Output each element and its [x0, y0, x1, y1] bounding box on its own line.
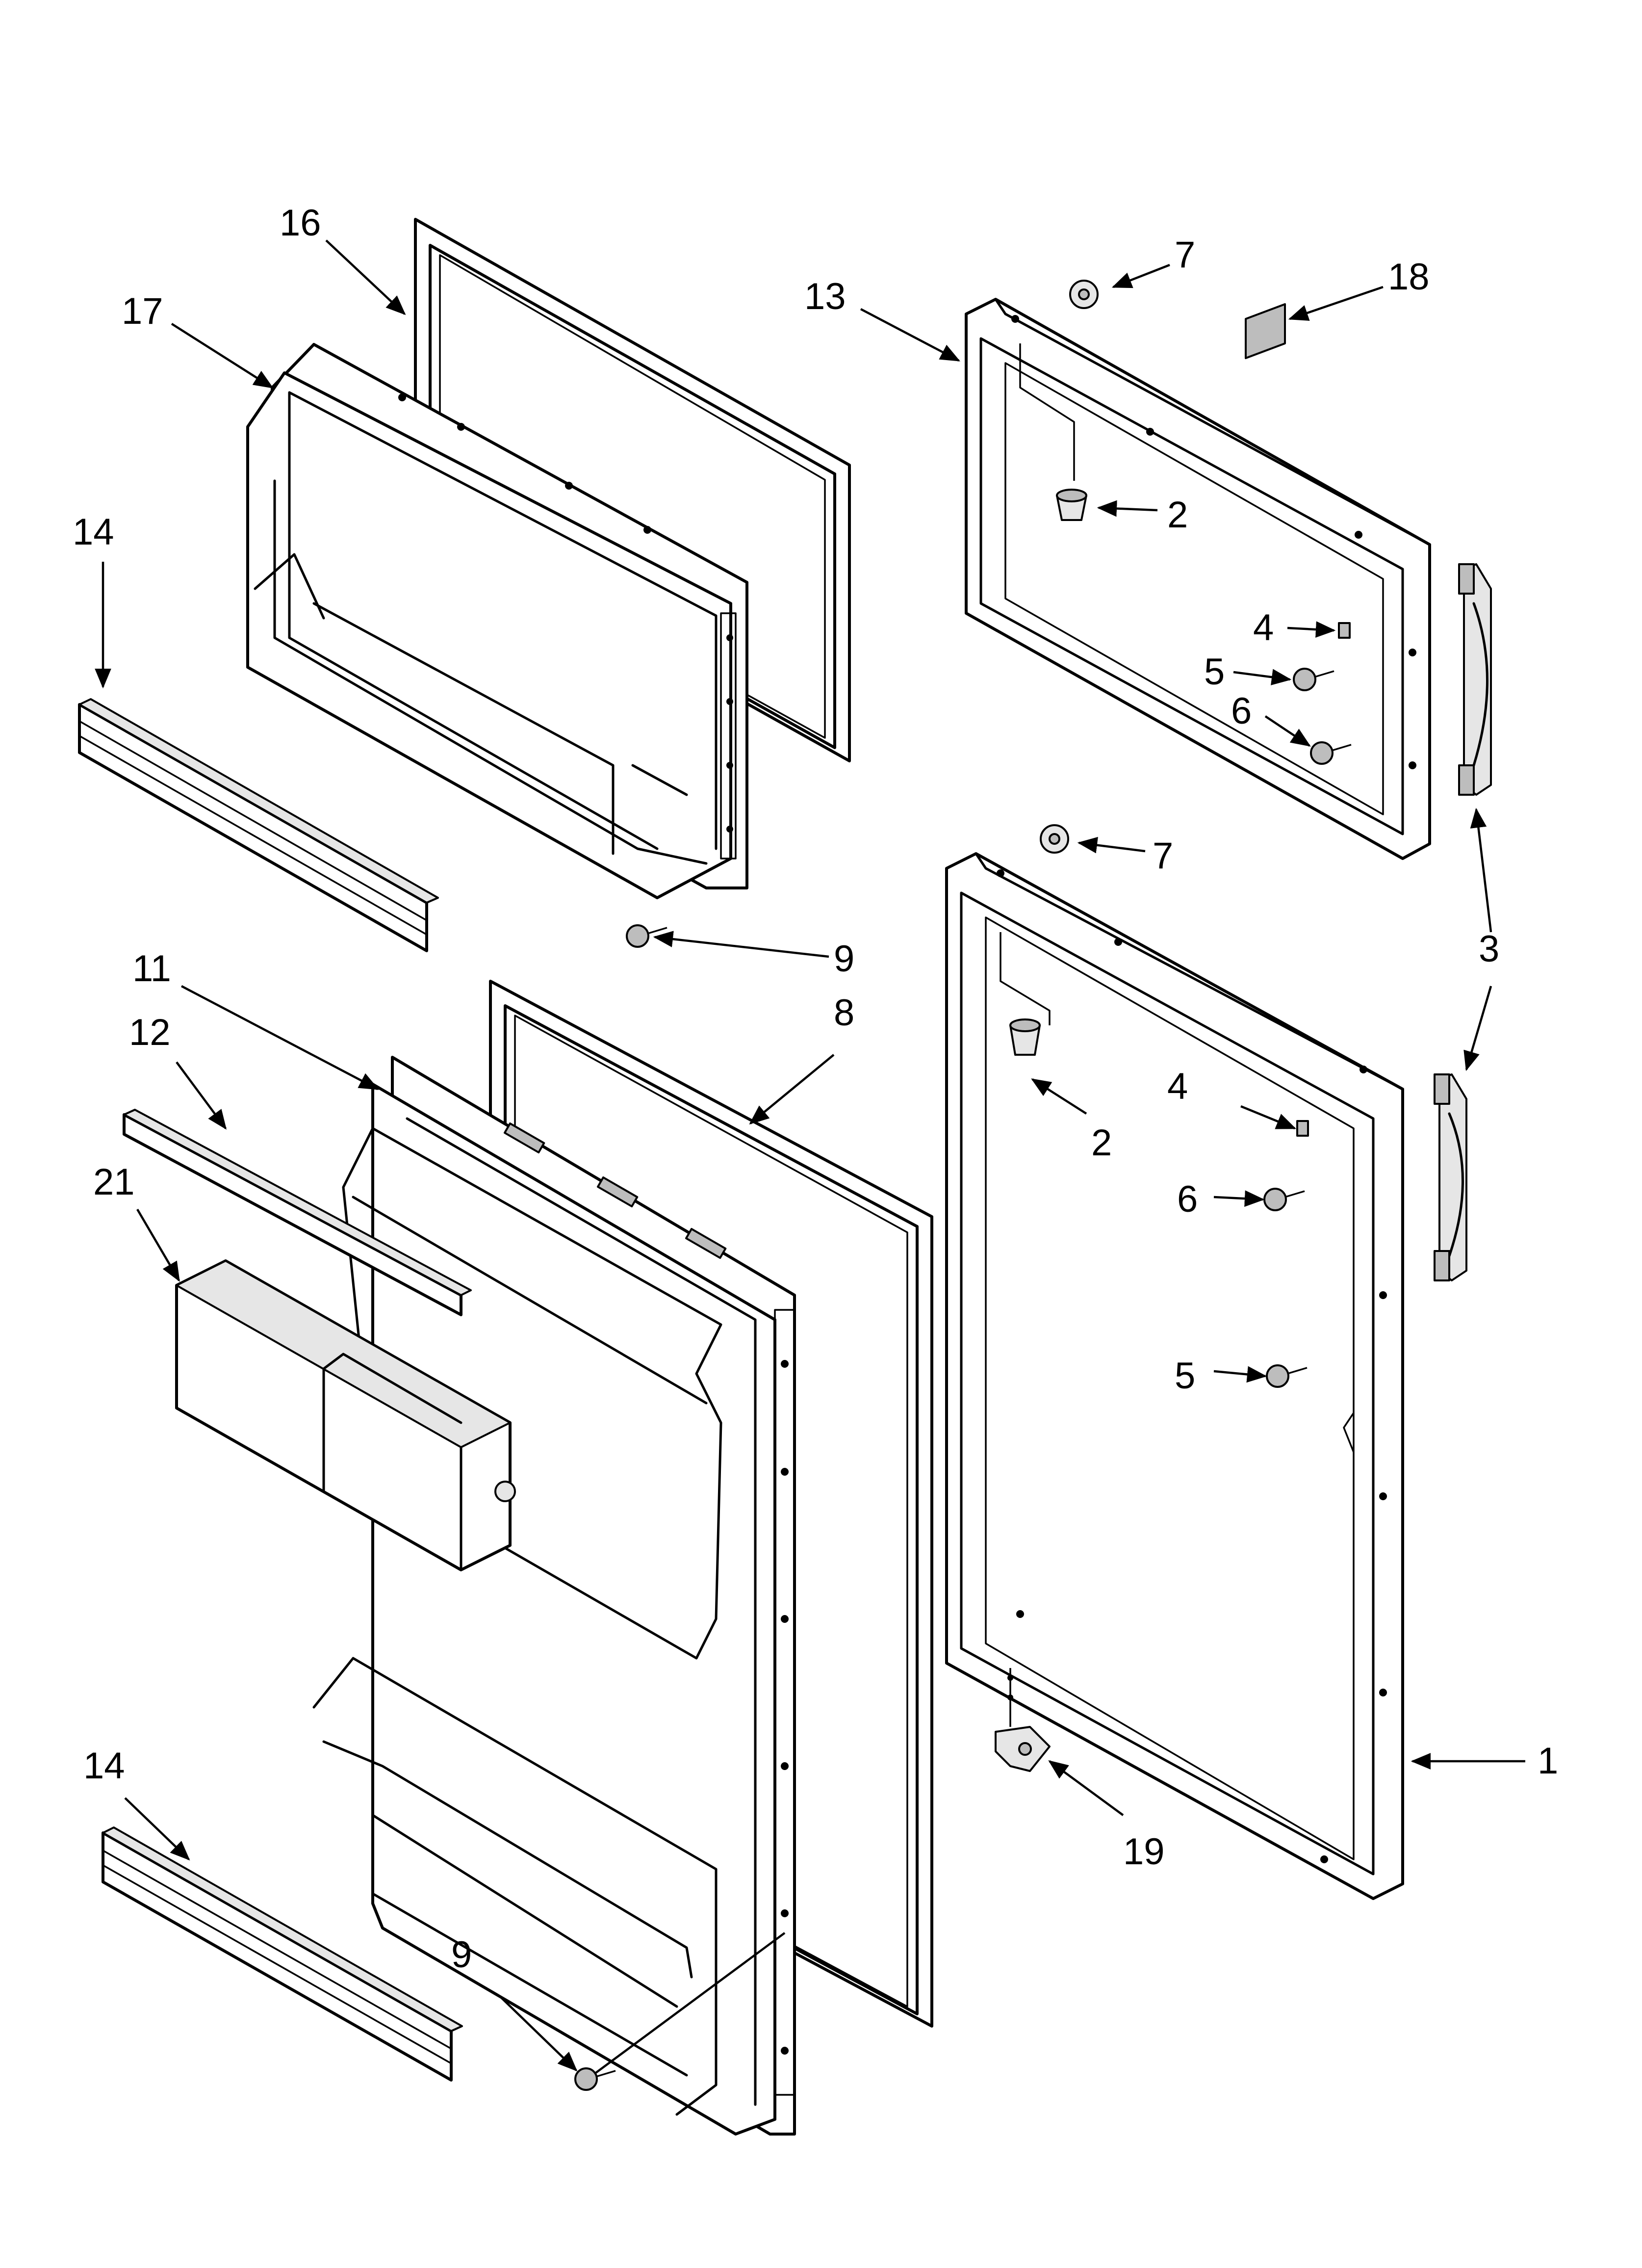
part-3-door-handle-upper	[1458, 563, 1492, 796]
part-9-screw-lower	[574, 2067, 616, 2091]
callout-19: 19	[1123, 1831, 1165, 1873]
callout-14-lower: 14	[83, 1745, 125, 1787]
leader-lines	[95, 239, 1525, 2074]
part-19-door-hinge	[995, 1668, 1051, 1772]
part-4-door-shim-lower	[1296, 1120, 1309, 1137]
part-11-fresh-food-door-liner	[312, 1056, 796, 2136]
callout-13: 13	[804, 276, 846, 317]
part-21-dairy-compartment-door	[175, 1259, 516, 1571]
part-18-label	[1245, 303, 1286, 359]
part-4-door-shim-upper	[1338, 622, 1351, 639]
callout-1: 1	[1538, 1740, 1558, 1782]
part-6-screw-upper	[1310, 741, 1352, 765]
callout-4-lower: 4	[1167, 1066, 1188, 1107]
part-14-door-trim-strip-lower	[102, 1826, 463, 2082]
callout-18: 18	[1388, 256, 1430, 298]
callout-3: 3	[1479, 928, 1499, 970]
callout-16: 16	[280, 202, 321, 244]
part-2-door-bumper-lower	[1009, 1018, 1041, 1056]
part-2-door-bumper-upper	[1056, 489, 1087, 521]
part-14-door-trim-strip-upper	[78, 698, 439, 952]
part-9-screw-upper	[626, 924, 667, 948]
callout-9-upper: 9	[834, 938, 854, 980]
part-17-freezer-door-liner	[246, 343, 748, 899]
part-12-door-shelf-trim	[123, 1109, 472, 1316]
callout-6-lower: 6	[1177, 1178, 1198, 1220]
part-3-door-handle-lower	[1434, 1073, 1467, 1281]
callout-14-upper: 14	[73, 511, 114, 553]
part-5-screw-upper	[1293, 668, 1334, 691]
part-7-door-stop-upper	[1069, 280, 1099, 309]
callout-11: 11	[132, 948, 171, 990]
callout-21: 21	[93, 1161, 135, 1203]
callout-9-lower: 9	[451, 1934, 472, 1976]
callout-5-lower: 5	[1175, 1355, 1195, 1397]
callout-labels: 16 17 14 7 18 13 2 4 5 6 7 9 3 11 8 12 2…	[73, 202, 1558, 1976]
callout-7-upper: 7	[1175, 234, 1195, 276]
callout-12: 12	[129, 1012, 171, 1053]
part-7-door-stop-lower	[1040, 824, 1069, 854]
callout-8: 8	[834, 992, 854, 1034]
callout-2-lower: 2	[1091, 1122, 1112, 1164]
callout-17: 17	[122, 290, 163, 332]
callout-2-upper: 2	[1167, 494, 1188, 536]
part-13-freezer-door-panel	[965, 298, 1431, 860]
callout-7-lower: 7	[1153, 835, 1173, 877]
part-5-screw-lower	[1266, 1364, 1308, 1388]
callout-4-upper: 4	[1253, 607, 1274, 649]
callout-5-upper: 5	[1204, 651, 1225, 693]
callout-6-upper: 6	[1231, 690, 1252, 732]
